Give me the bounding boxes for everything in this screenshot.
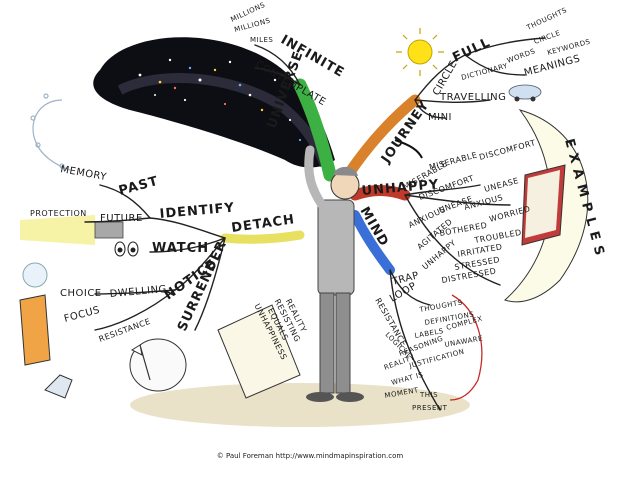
- label-thoughts-mind: THOUGHTS: [418, 299, 463, 315]
- label-choice: CHOICE: [60, 288, 102, 299]
- sub-branch-lines: [84, 37, 546, 411]
- glove-icon: [44, 374, 73, 399]
- center-label-detach: DETACH: [230, 212, 295, 236]
- label-words: WORDS: [506, 47, 537, 65]
- label-watch: WATCH: [152, 241, 209, 256]
- label-this: THIS: [419, 391, 438, 399]
- surrender-flag-icon: [129, 338, 187, 392]
- cloud-icon: [508, 84, 542, 102]
- label-travelling: TRAVELLING: [439, 92, 506, 103]
- label-present: PRESENT: [412, 404, 448, 412]
- branch-universe: [293, 78, 337, 182]
- sun-icon: [396, 28, 444, 76]
- label-dwelling: DWELLING: [109, 284, 167, 300]
- label-meanings: MEANINGS: [523, 53, 582, 79]
- eyes-icon: [114, 241, 139, 257]
- person-illustration: [304, 145, 364, 402]
- label-full: FULL: [450, 35, 493, 66]
- label-thoughts: THOUGHTS: [525, 6, 569, 32]
- flashlight-icon: [20, 215, 124, 245]
- book-icon: [521, 164, 566, 246]
- curved-arrow-red: [449, 294, 483, 401]
- universe-cloud-illustration: [93, 37, 335, 168]
- branch-detach: [220, 230, 305, 244]
- label-circle-2: CIRCLE: [533, 29, 562, 46]
- label-protection: PROTECTION: [30, 209, 87, 218]
- label-unhappy: UNHAPPY: [361, 177, 440, 199]
- label-discomfort-2: DISCOMFORT: [478, 138, 537, 162]
- label-future: FUTURE: [100, 213, 143, 224]
- unhappiness-sign: [217, 304, 301, 399]
- label-unaware: UNAWARE: [444, 334, 484, 349]
- label-focus: FOCUS: [63, 305, 101, 325]
- label-keywords: KEYWORDS: [546, 38, 591, 57]
- label-past: PAST: [117, 174, 160, 199]
- hand-snowball-icon: [19, 262, 51, 366]
- branch-journey: [344, 94, 421, 178]
- branch-mind: [350, 210, 395, 275]
- label-memory: MEMORY: [59, 164, 107, 183]
- curved-arrow-black: [394, 139, 423, 159]
- label-mini: MINI: [428, 112, 452, 123]
- credit-line: © Paul Foreman http://www.mindmapinspira…: [216, 452, 404, 460]
- label-identify: IDENTIFY: [159, 200, 235, 222]
- label-miles: MILES: [250, 36, 273, 44]
- thought-bubble-trail: [30, 93, 71, 171]
- branch-unhappy: [349, 185, 411, 201]
- label-dictionary: DICTIONARY: [460, 62, 509, 82]
- label-unease-2: UNEASE: [483, 176, 520, 194]
- ground-shadow: [130, 383, 470, 427]
- label-what-is: WHAT IS: [390, 371, 424, 387]
- label-miserable-2: MISERABLE: [428, 150, 478, 172]
